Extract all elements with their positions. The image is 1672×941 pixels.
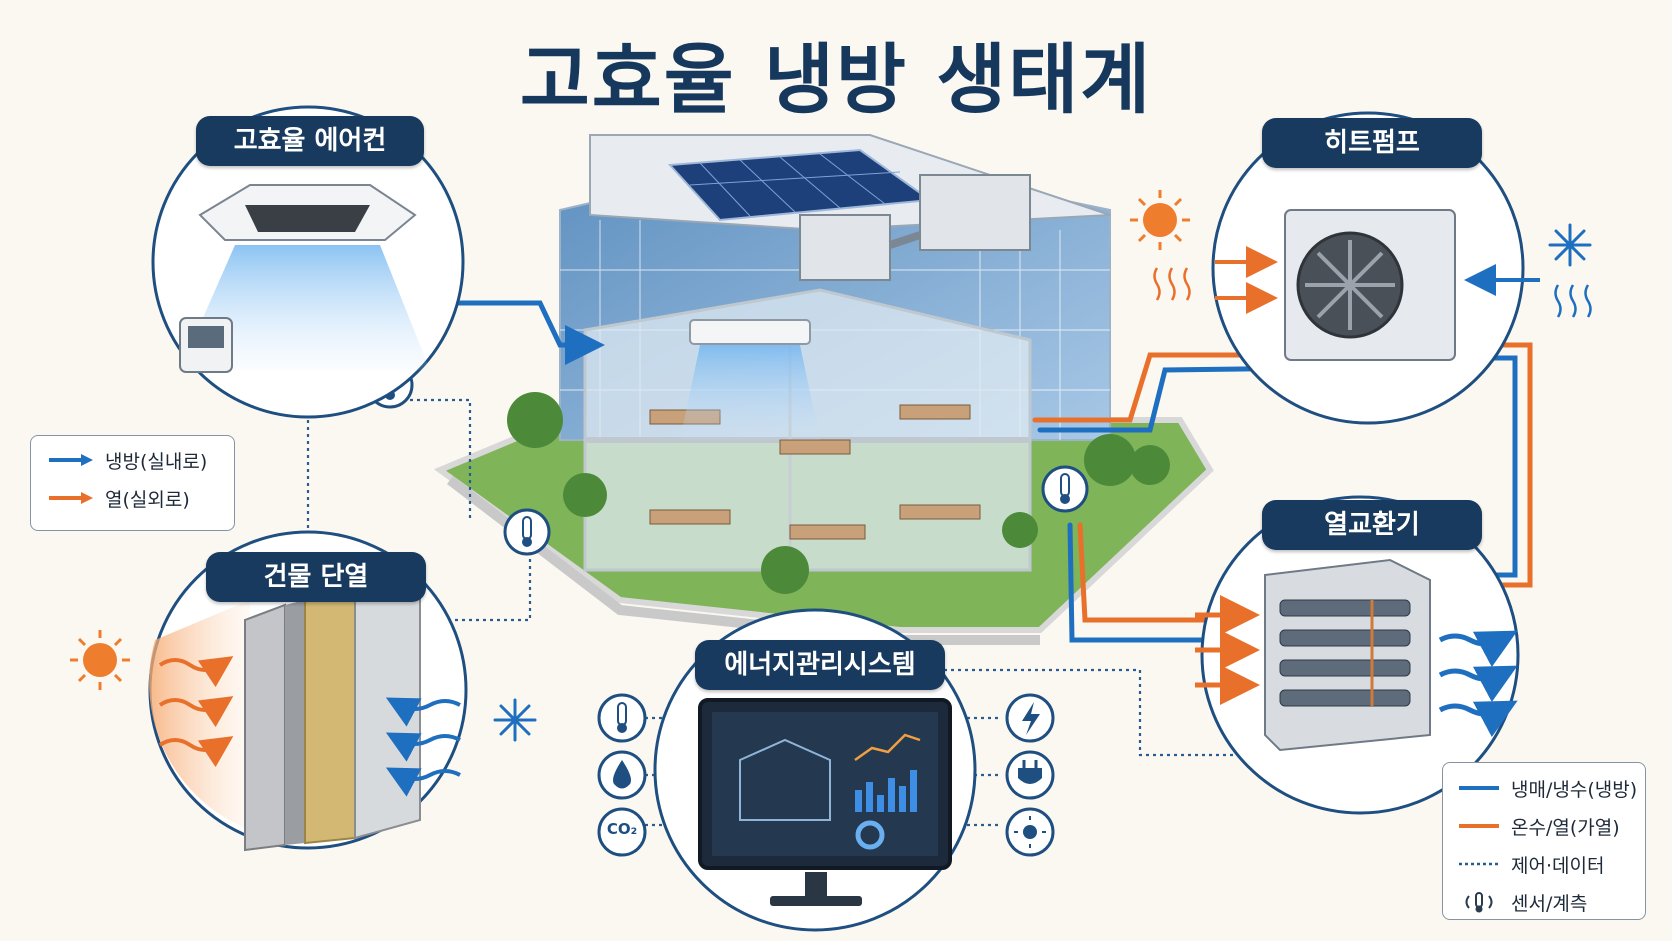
label-insulation: 건물 단열 [206,552,426,602]
light-sensor-icon [1005,807,1055,857]
legend-label: 열(실외로) [105,488,190,511]
thermometer-sensor-icon [503,508,551,556]
cold-wave-arrows [385,697,461,797]
ems-panel [653,608,977,932]
thermometer-sensor-icon [1041,465,1089,513]
legend-label: 냉매/냉수(냉방) [1511,778,1638,801]
legend-lines: 냉매/냉수(냉방) 온수/열(가열) 제어·데이터 센서/계측 [1442,762,1646,920]
legend-flow: 냉방(실내로) 열(실외로) [30,435,235,531]
label-hrv: 열교환기 [1262,500,1482,550]
heat-wave-arrows [158,656,234,768]
hrv-cool-arrows [1438,630,1518,738]
temperature-sensor-icon [597,693,647,743]
legend-item: 제어·데이터 [1459,845,1645,883]
power-sensor-icon [1005,693,1055,743]
aircon-panel [151,105,465,419]
heat-line-icon [1459,824,1499,828]
legend-label: 냉방(실내로) [105,450,208,473]
legend-item: 냉방(실내로) [49,441,234,479]
hrv-heat-arrows [1195,595,1260,705]
legend-item: 냉매/냉수(냉방) [1459,769,1645,807]
label-aircon: 고효율 에어컨 [196,116,424,166]
co2-sensor-icon [597,807,647,857]
heatpump-panel [1211,111,1525,425]
dotted-line-icon [1459,862,1499,866]
snowflake-icon [493,698,537,742]
building-illustration [433,134,1214,645]
orange-arrow-icon [49,492,93,504]
heat-inflow-arrows [1153,246,1278,314]
legend-label: 온수/열(가열) [1511,816,1620,839]
legend-label: 제어·데이터 [1511,854,1605,877]
label-heatpump: 히트펌프 [1262,118,1482,168]
snowflake-icon [1548,223,1592,267]
humidity-sensor-icon [597,750,647,800]
legend-item: 온수/열(가열) [1459,807,1645,845]
page-title: 고효율 냉방 생태계 [519,35,1153,124]
legend-label: 센서/계측 [1511,892,1588,915]
cool-line-icon [1459,786,1499,790]
legend-item: 센서/계측 [1459,883,1645,921]
sun-icon [70,630,130,690]
plug-sensor-icon [1005,750,1055,800]
legend-item: 열(실외로) [49,479,234,517]
thermostat-icon [179,317,233,373]
cool-inflow-arrows [1464,264,1592,318]
co2-label: CO₂ [606,820,638,838]
blue-arrow-icon [49,454,93,466]
sun-icon [1130,190,1190,250]
monitor-icon [698,698,952,906]
hrv-panel [1200,495,1520,815]
label-ems: 에너지관리시스템 [695,640,945,690]
sensor-icon [1465,892,1493,913]
